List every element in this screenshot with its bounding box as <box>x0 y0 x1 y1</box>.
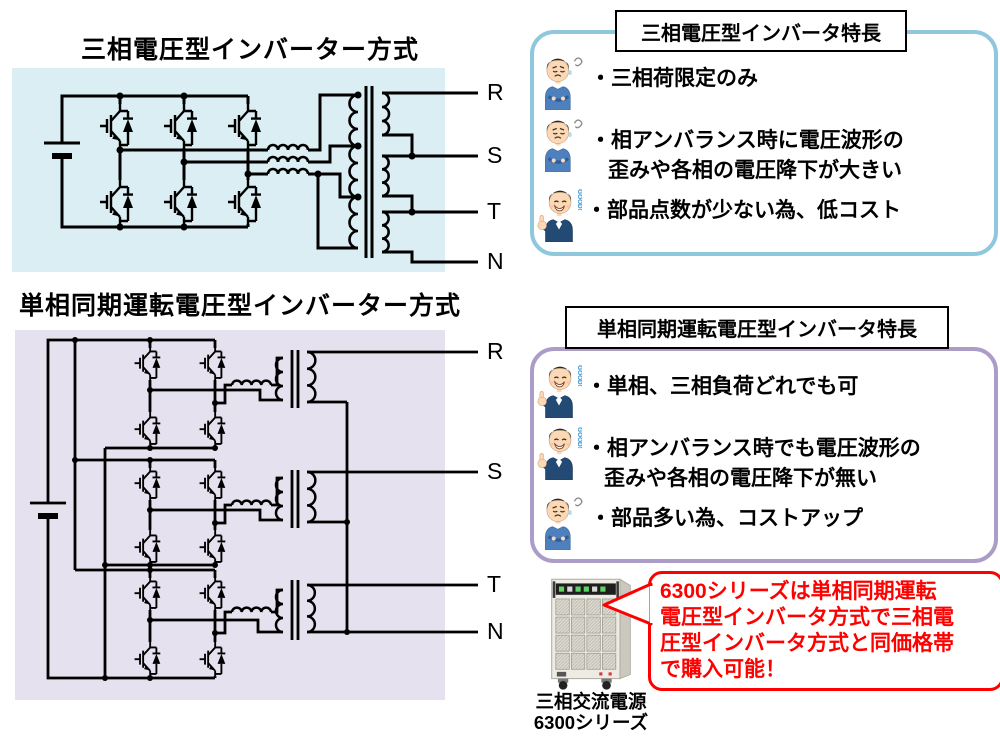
good-person-icon <box>536 424 582 480</box>
feature-text: ・相アンバランス時に電圧波形の <box>590 129 904 152</box>
output-label-t: T <box>487 571 501 597</box>
product-caption-line1: 三相交流電源 <box>535 691 647 712</box>
three-phase-inverter-circuit: R S T N <box>12 68 504 274</box>
callout-line: 6300シリーズは単相同期運転 <box>660 580 937 603</box>
single-phase-transformers <box>274 350 317 634</box>
three-phase-transformer <box>348 91 391 254</box>
three-phase-feature-box-title: 三相電圧型インバータ特長 <box>615 10 907 52</box>
output-label-s: S <box>487 458 502 484</box>
callout-line: で購入可能！ <box>660 658 786 681</box>
feature-text: ・単相、三相負荷どれでも可 <box>586 375 859 398</box>
feature-text: ・部品点数が少ない為、低コスト <box>586 199 901 222</box>
output-label-t: T <box>487 198 501 224</box>
circuit-diagrams: R S T N <box>12 68 504 700</box>
output-label-n: N <box>487 248 504 274</box>
filter-inductors <box>266 143 310 175</box>
feature-item: ・相アンバランス時に電圧波形の 歪みや各相の電圧降下が大きい <box>540 116 904 186</box>
callout-tail <box>602 582 653 626</box>
output-label-n: N <box>487 618 504 644</box>
feature-text: 歪みや各相の電圧降下が大きい <box>608 159 902 182</box>
feature-item: ・部品多い為、コストアップ <box>540 494 863 550</box>
product-caption-line2: 6300シリーズ <box>533 712 649 733</box>
feature-item: ・部品点数が少ない為、低コスト <box>536 186 901 242</box>
sad-person-icon <box>540 494 586 550</box>
single-phase-sync-title: 単相同期運転電圧型インバーター方式 <box>18 292 461 320</box>
single-phase-circuit-background <box>15 330 445 700</box>
three-phase-circuit-background <box>12 68 445 272</box>
callout-line: 圧型インバータ方式と同価格帯 <box>660 632 954 655</box>
feature-text: 歪みや各相の電圧降下が無い <box>604 467 877 490</box>
sad-person-icon <box>540 116 586 172</box>
callout-line: 電圧型インバータ方式で三相電 <box>660 606 954 629</box>
three-phase-title: 三相電圧型インバーター方式 <box>80 36 419 64</box>
feature-text: ・三相荷限定のみ <box>590 67 758 90</box>
single-phase-sync-inverter-circuit: R S T N <box>15 330 504 700</box>
three-phase-feature-box <box>530 30 998 256</box>
single-phase-feature-box <box>530 347 998 563</box>
feature-item: ・単相、三相負荷どれでも可 <box>536 362 858 418</box>
sad-person-icon <box>540 54 586 110</box>
output-label-r: R <box>487 338 504 364</box>
bridge-inductors <box>230 379 273 613</box>
good-person-icon <box>536 362 582 418</box>
feature-text: ・部品多い為、コストアップ <box>590 507 863 530</box>
output-label-s: S <box>487 142 502 168</box>
price-callout-bubble: 6300シリーズは単相同期運転 電圧型インバータ方式で三相電 圧型インバータ方式… <box>648 571 1000 691</box>
single-phase-feature-box-title: 単相同期運転電圧型インバータ特長 <box>565 306 949 349</box>
feature-text: ・相アンバランス時でも電圧波形の <box>586 437 921 460</box>
output-label-r: R <box>487 79 504 105</box>
good-person-icon <box>536 186 582 242</box>
feature-item: ・三相荷限定のみ <box>540 54 758 110</box>
feature-item: ・相アンバランス時でも電圧波形の 歪みや各相の電圧降下が無い <box>536 424 921 494</box>
